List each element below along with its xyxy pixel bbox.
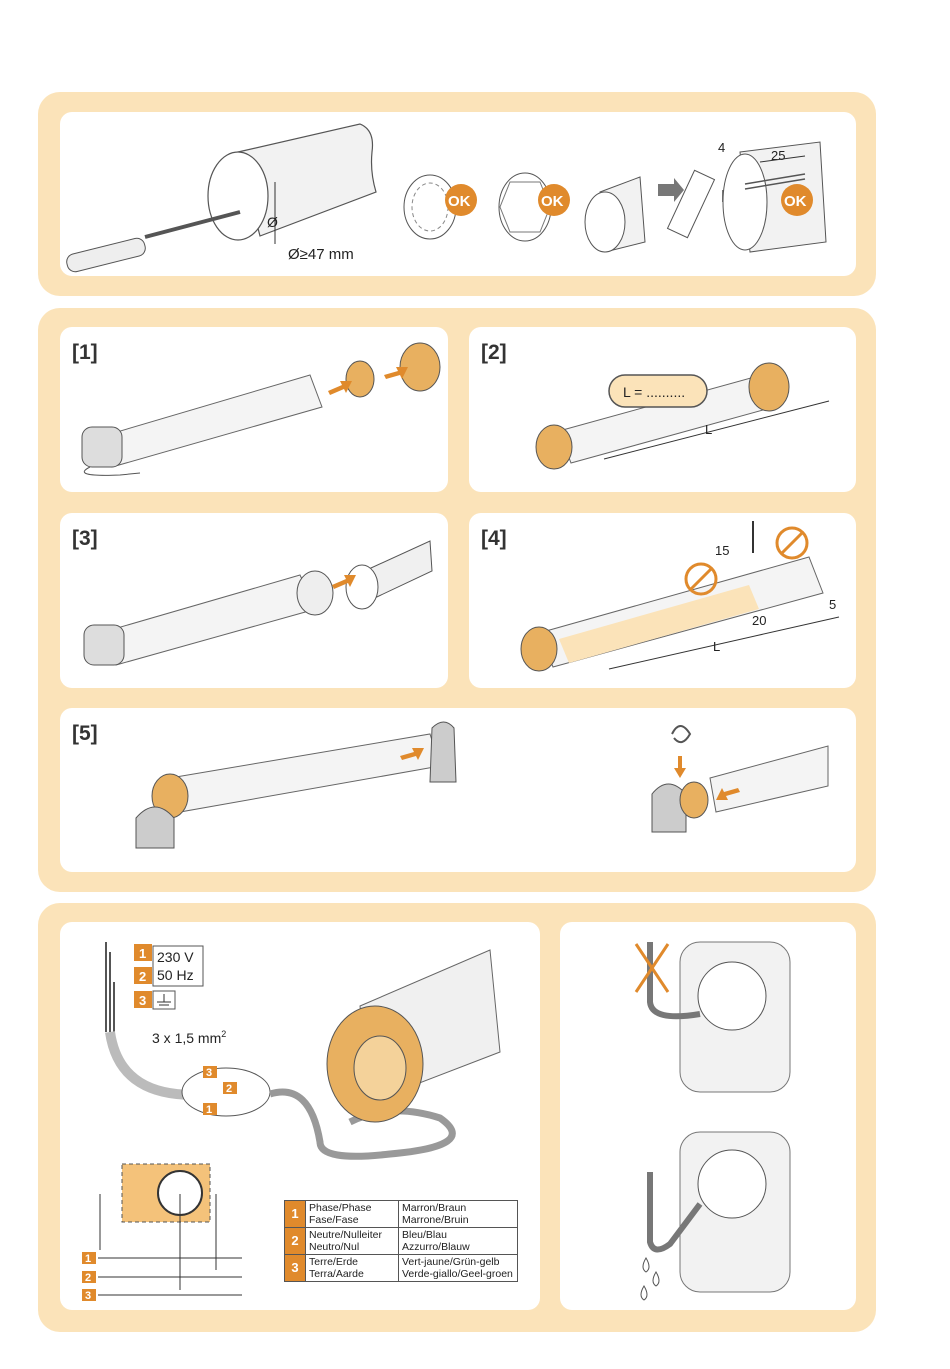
adapter-ring bbox=[297, 571, 333, 615]
tube-illustration: Ø Ø≥47 mm OK OK 4 25 OK bbox=[60, 112, 856, 276]
dim-25: 25 bbox=[771, 148, 785, 163]
dim-5: 5 bbox=[829, 597, 836, 612]
panel-step-3: [3] bbox=[60, 513, 448, 688]
motor-head bbox=[536, 425, 572, 469]
panel-cable-routing bbox=[560, 922, 856, 1310]
step-5-illustration bbox=[60, 708, 856, 872]
terminal-number: 2 bbox=[139, 969, 146, 984]
length-box-text: L = .......... bbox=[623, 384, 685, 400]
arrow-icon bbox=[328, 381, 352, 395]
svg-text:OK: OK bbox=[541, 193, 564, 210]
panel-wiring: 1 2 3 230 V 50 Hz 3 x 1,5 mm2 3 2 1 1 2 … bbox=[60, 922, 540, 1310]
legend-row: 1 Phase/Phase Fase/Fase Marron/Braun Mar… bbox=[285, 1201, 518, 1228]
step-2-illustration: L = .......... L bbox=[469, 327, 856, 492]
legend-color: Bleu/Blau Azzurro/Blauw bbox=[399, 1228, 518, 1255]
terminal-number: 3 bbox=[139, 993, 146, 1008]
tube-opening bbox=[346, 565, 378, 609]
water-drop-icon bbox=[643, 1258, 649, 1272]
bracket bbox=[430, 722, 456, 782]
diameter-label: Ø≥47 mm bbox=[288, 246, 354, 263]
dim-15: 15 bbox=[715, 543, 729, 558]
legend-number: 3 bbox=[285, 1255, 306, 1282]
panel-tube-requirements: Ø Ø≥47 mm OK OK 4 25 OK bbox=[60, 112, 856, 276]
step-3-illustration bbox=[60, 513, 448, 688]
svg-text:OK: OK bbox=[784, 193, 807, 210]
legend-color: Vert-jaune/Grün-gelb Verde-giallo/Geel-g… bbox=[399, 1255, 518, 1282]
rotate-arrow-icon bbox=[672, 726, 690, 742]
bracket bbox=[136, 807, 174, 848]
panel-step-1: [1] bbox=[60, 327, 448, 492]
motor-head bbox=[698, 1150, 766, 1218]
schematic-number: 2 bbox=[85, 1272, 91, 1284]
dim-4: 4 bbox=[718, 140, 725, 155]
legend-row: 3 Terre/Erde Terra/Aarde Vert-jaune/Grün… bbox=[285, 1255, 518, 1282]
legend-function: Phase/Phase Fase/Fase bbox=[306, 1201, 399, 1228]
legend-number: 2 bbox=[285, 1228, 306, 1255]
arrow-icon bbox=[674, 756, 686, 778]
schematic-number: 3 bbox=[85, 1290, 91, 1302]
voltage-label: 230 V bbox=[157, 949, 194, 965]
legend-number: 1 bbox=[285, 1201, 306, 1228]
cable-routing-illustration bbox=[560, 922, 856, 1310]
legend-row: 2 Neutre/Nulleiter Neutro/Nul Bleu/Blau … bbox=[285, 1228, 518, 1255]
panel-step-2: [2] L = .......... L bbox=[469, 327, 856, 492]
panel-step-4: [4] 15 20 5 L bbox=[469, 513, 856, 688]
wire-color-legend: 1 Phase/Phase Fase/Fase Marron/Braun Mar… bbox=[284, 1200, 518, 1282]
svg-text:2: 2 bbox=[226, 1083, 232, 1095]
motor-head bbox=[84, 625, 124, 665]
water-drop-icon bbox=[653, 1272, 659, 1286]
adapter-ring bbox=[346, 361, 374, 397]
length-label: L bbox=[705, 422, 712, 437]
svg-text:OK: OK bbox=[448, 193, 471, 210]
step-4-illustration: 15 20 5 L bbox=[469, 513, 856, 688]
svg-text:1: 1 bbox=[206, 1104, 212, 1116]
legend-function: Neutre/Nulleiter Neutro/Nul bbox=[306, 1228, 399, 1255]
panel-step-5: [5] bbox=[60, 708, 856, 872]
legend-color: Marron/Braun Marrone/Bruin bbox=[399, 1201, 518, 1228]
motor-head bbox=[521, 627, 557, 671]
legend-function: Terre/Erde Terra/Aarde bbox=[306, 1255, 399, 1282]
length-label: L bbox=[713, 639, 720, 654]
terminal-number: 1 bbox=[139, 946, 146, 961]
water-drop-icon bbox=[641, 1286, 647, 1300]
frequency-label: 50 Hz bbox=[157, 967, 194, 983]
dim-20: 20 bbox=[752, 613, 766, 628]
step-1-illustration bbox=[60, 327, 448, 492]
drive-wheel bbox=[749, 363, 789, 411]
cable-spec: 3 x 1,5 mm2 bbox=[152, 1029, 226, 1046]
motor-head bbox=[82, 427, 122, 467]
arrow-icon bbox=[658, 178, 684, 202]
schematic-number: 1 bbox=[85, 1253, 91, 1265]
motor-head bbox=[680, 782, 708, 818]
deburr-tool-handle bbox=[65, 237, 147, 274]
svg-text:3: 3 bbox=[206, 1067, 212, 1079]
diameter-symbol: Ø bbox=[267, 214, 278, 230]
tube-opening bbox=[208, 152, 268, 240]
motor-head bbox=[698, 962, 766, 1030]
